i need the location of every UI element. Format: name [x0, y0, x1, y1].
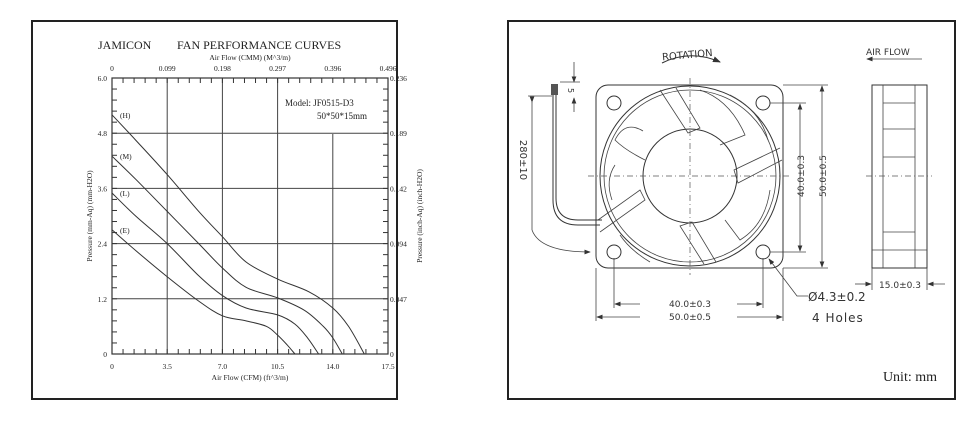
curve-e [111, 229, 296, 355]
hole-diameter-callout: Ø4.3±0.2 [808, 290, 866, 304]
y-tick-label: 6.0 [98, 74, 108, 83]
right-tick-label: 0.047 [390, 295, 407, 304]
strip-length-dimension: 5 [566, 88, 575, 93]
right-tick-label: 0.189 [390, 129, 407, 138]
fan-blades [597, 87, 783, 265]
chart-ticks [112, 78, 388, 354]
mounting-holes [606, 95, 771, 260]
chart-tick-labels: 0 3.5 7.0 10.5 14.0 17.5 0 0.099 0.198 0.297 0.396… [98, 64, 408, 371]
chart-title: FAN PERFORMANCE CURVES [177, 38, 341, 52]
thickness-dimension: 15.0±0.3 [879, 281, 921, 291]
curve-label: (L) [120, 189, 130, 198]
curve-label: (E) [120, 226, 130, 235]
x-tick-label: 14.0 [326, 362, 339, 371]
curve-label: (M) [120, 152, 132, 161]
x-tick-label: 10.5 [271, 362, 284, 371]
plot-area [111, 77, 389, 355]
model-label: Model: JF0515-D3 [285, 98, 354, 108]
top-axis-label: Air Flow (CMM) (M^3/m) [209, 53, 291, 62]
x-tick-label: 3.5 [163, 362, 173, 371]
top-tick-label: 0.297 [269, 64, 286, 73]
chart-grid [111, 77, 389, 355]
curve-label: (H) [120, 111, 131, 120]
size-vertical: 50.0±0.5 [819, 155, 829, 197]
lead-wire [552, 95, 600, 226]
hole-pitch-vertical: 40.0±0.3 [797, 155, 807, 197]
top-tick-label: 0.198 [214, 64, 231, 73]
x-tick-label: 0 [110, 362, 114, 371]
unit-label: Unit: mm [883, 370, 937, 385]
brand-name: JAMICON [98, 38, 152, 52]
y-tick-label: 1.2 [98, 295, 108, 304]
rotation-label: ROTATION [662, 48, 713, 63]
hole-count-callout: 4 Holes [812, 311, 864, 325]
mechanical-drawing-panel: ROTATION [507, 20, 956, 400]
right-tick-label: 0.142 [390, 184, 407, 193]
fan-side-view [866, 84, 932, 269]
wire-connector-strip [551, 84, 558, 95]
x-tick-label: 17.5 [381, 362, 394, 371]
chart-frame [31, 20, 398, 400]
top-tick-label: 0.496 [380, 64, 397, 73]
right-tick-label: 0 [390, 350, 394, 359]
y-tick-label: 0 [103, 350, 107, 359]
y-axis-label: Pressure (mm-Aq) (mm-H2O) [85, 170, 94, 262]
curve-m [111, 155, 343, 355]
curve-l [111, 192, 320, 355]
performance-chart-panel: JAMICON FAN PERFORMANCE CURVES Air Flow … [31, 20, 424, 400]
right-axis-label: Pressure (inch-Aq) (inch-H2O) [415, 169, 424, 263]
top-tick-label: 0.396 [324, 64, 341, 73]
fan-front-view [551, 78, 792, 275]
model-size-label: 50*50*15mm [317, 111, 367, 121]
y-tick-label: 3.6 [98, 184, 108, 193]
airflow-label: AIR FLOW [866, 48, 910, 58]
right-tick-label: 0.236 [390, 74, 407, 83]
hole-pitch-horizontal: 40.0±0.3 [669, 300, 711, 310]
rotation-arrow-icon [661, 55, 721, 64]
y-tick-label: 4.8 [98, 129, 108, 138]
curve-h [111, 114, 365, 355]
size-horizontal: 50.0±0.5 [669, 313, 711, 323]
drawing-frame [507, 20, 956, 400]
top-tick-label: 0.099 [159, 64, 176, 73]
top-tick-label: 0 [110, 64, 114, 73]
x-tick-label: 7.0 [218, 362, 228, 371]
lead-length-dimension: 280±10 [517, 140, 528, 180]
x-axis-label: Air Flow (CFM) (ft^3/m) [212, 373, 289, 382]
right-tick-label: 0.094 [390, 240, 407, 249]
chart-curves: (H) (M) (L) (E) [111, 111, 365, 355]
y-tick-label: 2.4 [98, 240, 108, 249]
